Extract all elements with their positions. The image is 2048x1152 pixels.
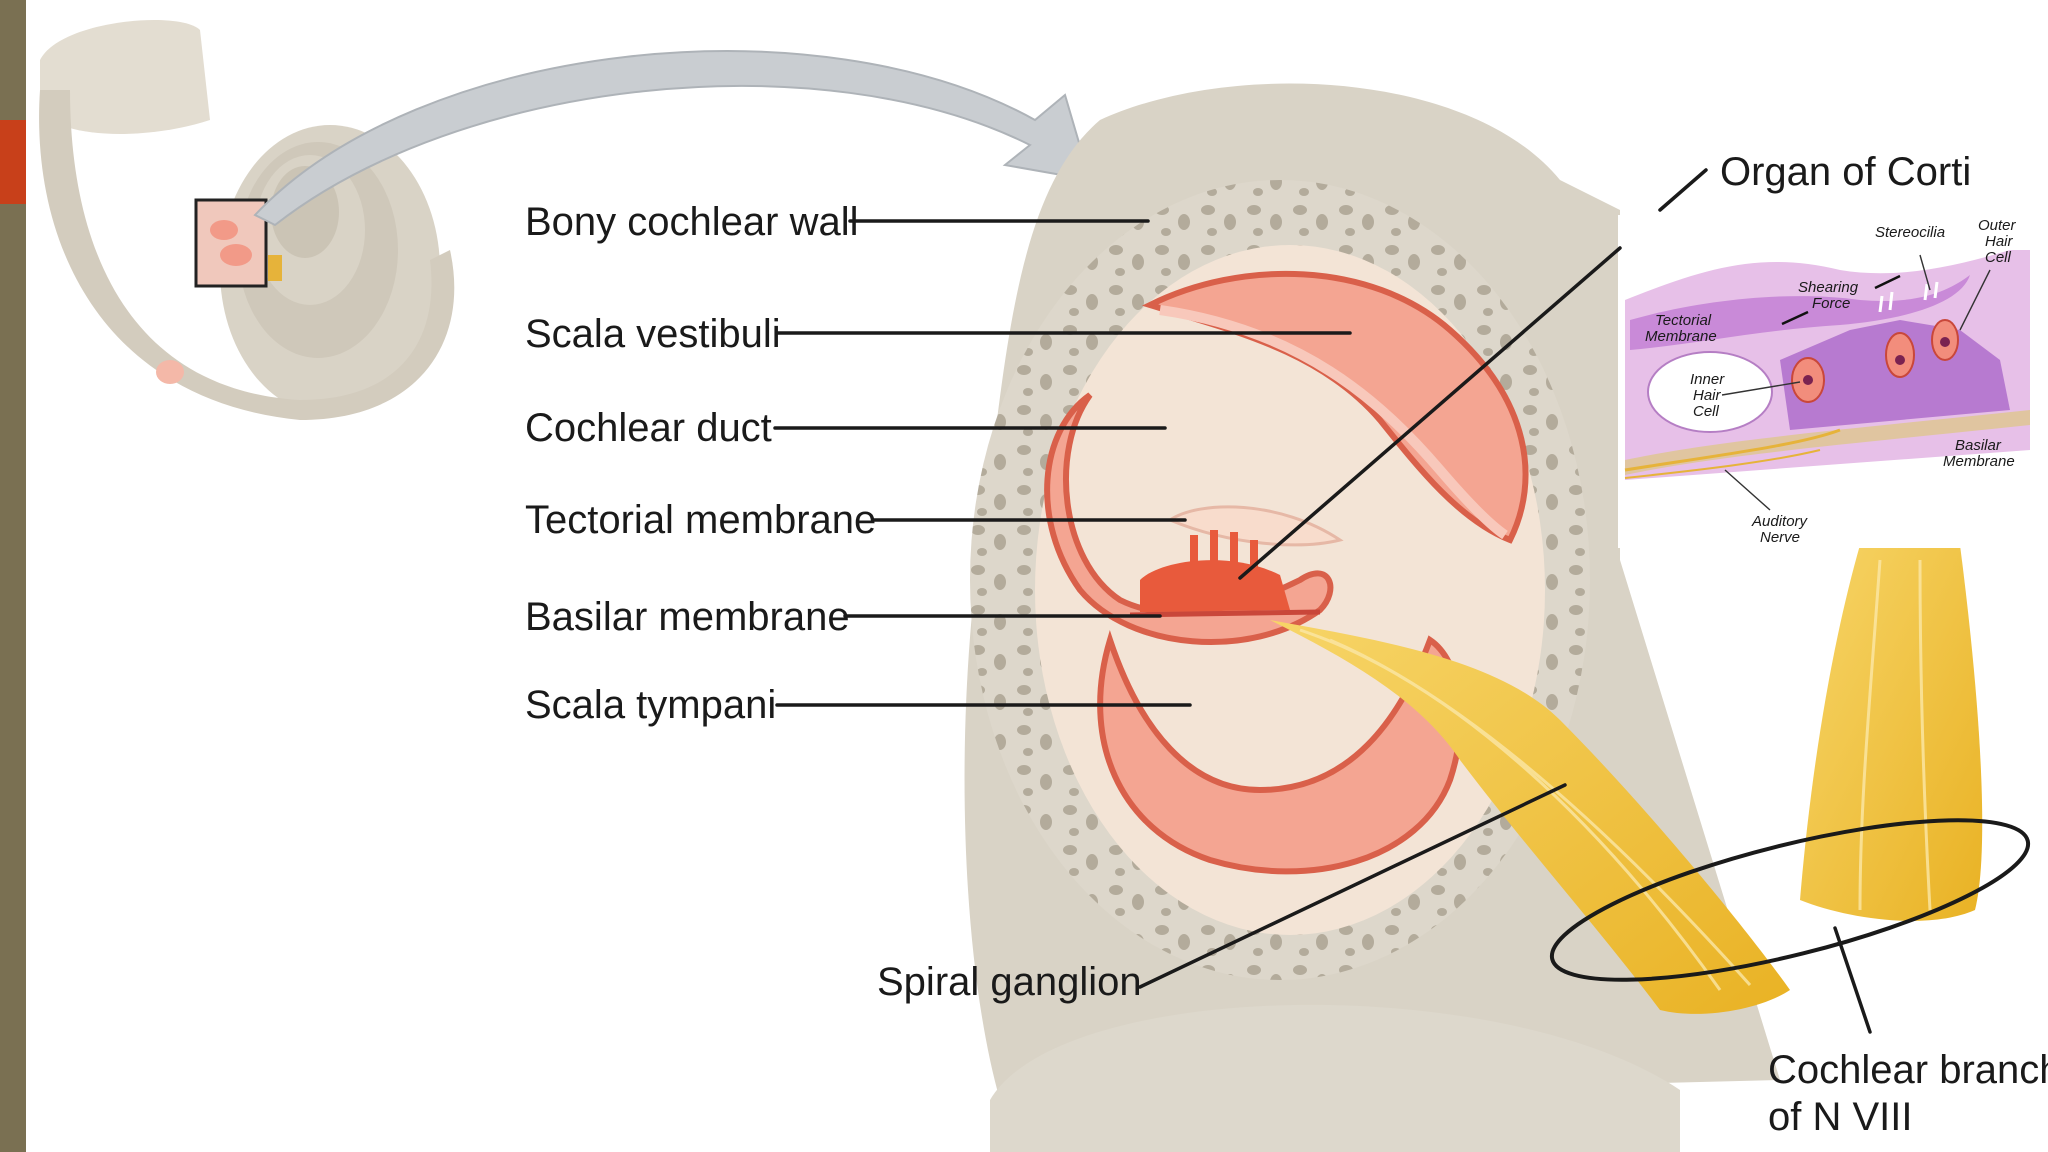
label-tectorial-membrane: Tectorial membrane: [525, 498, 876, 542]
leader-organ-of-corti: [1238, 168, 1708, 580]
inset-label-shearing-force-2: Force: [1812, 295, 1850, 312]
inset-label-tectorial-membrane-1: Tectorial: [1655, 312, 1712, 329]
label-spiral-ganglion: Spiral ganglion: [877, 960, 1142, 1004]
label-basilar-membrane: Basilar membrane: [525, 595, 850, 639]
cochlea-cross-section: [964, 83, 1983, 1152]
label-bony-cochlear-wall: Bony cochlear wall: [525, 200, 859, 244]
inset-label-basilar-membrane-2: Membrane: [1943, 453, 2015, 470]
label-organ-of-corti: Organ of Corti: [1720, 150, 1971, 194]
label-scala-vestibuli: Scala vestibuli: [525, 312, 781, 356]
inset-label-inner-hair-cell-3: Cell: [1693, 403, 1720, 420]
inset-label-tectorial-membrane-2: Membrane: [1645, 328, 1717, 345]
leader-lines: [773, 168, 1872, 1034]
inset-label-outer-hair-cell-2: Hair: [1985, 233, 2014, 250]
inset-label-outer-hair-cell-1: Outer: [1978, 217, 2017, 234]
inset-label-stereocilia: Stereocilia: [1875, 224, 1945, 241]
leader-cochlear-branch: [1833, 926, 1872, 1034]
zoom-box: [194, 198, 268, 288]
nerve-bundle-right: [1800, 545, 1983, 921]
inset-label-basilar-membrane-1: Basilar: [1955, 437, 2002, 454]
inset-label-inner-hair-cell-2: Hair: [1693, 387, 1722, 404]
inset-label-auditory-nerve-2: Nerve: [1760, 529, 1800, 546]
label-cochlear-branch-line1: Cochlear branch: [1768, 1048, 2048, 1092]
inset-label-outer-hair-cell-3: Cell: [1985, 249, 2012, 266]
leader-spiral-ganglion: [1138, 783, 1567, 989]
nerve-ring: [1549, 818, 2031, 982]
inset-label-inner-hair-cell-1: Inner: [1690, 371, 1725, 388]
label-scala-tympani: Scala tympani: [525, 683, 776, 727]
cochlea-overview: [39, 20, 455, 420]
organ-of-corti-inset: Stereocilia Outer Hair Cell Shearing For…: [1618, 215, 2030, 548]
label-cochlear-duct: Cochlear duct: [525, 406, 772, 450]
label-cochlear-branch-line2: of N VIII: [1768, 1095, 1913, 1139]
inset-label-auditory-nerve-1: Auditory: [1751, 513, 1809, 530]
nerve-bundle: [1270, 620, 1790, 1014]
slide-accent-mark: [0, 120, 26, 204]
organ-of-corti-structure: [1140, 530, 1290, 612]
inset-label-shearing-force-1: Shearing: [1798, 279, 1859, 296]
